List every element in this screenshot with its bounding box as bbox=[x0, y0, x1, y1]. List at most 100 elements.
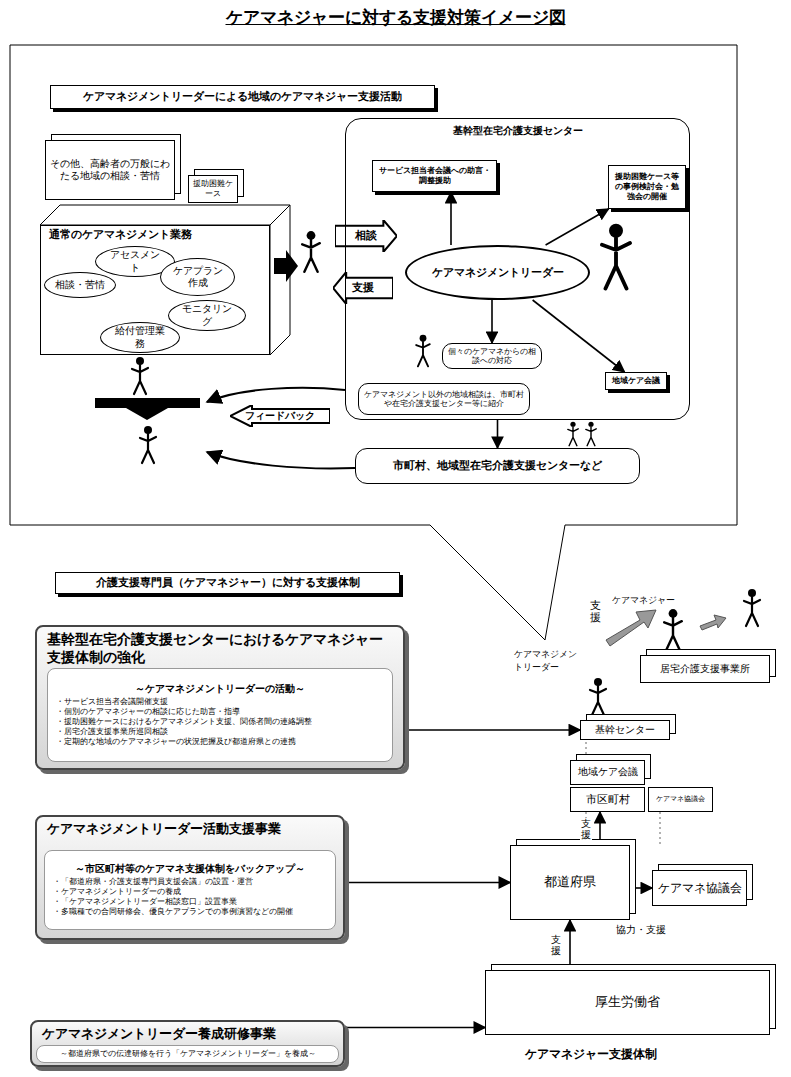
inner-box: ～市区町村等のケアマネ支援体制をバックアップ～・「都道府県・介護支援専門員支援会… bbox=[44, 850, 336, 930]
person-figure bbox=[132, 357, 148, 394]
node-text: 基幹型在宅介護支援センターにおけるケアマネジャー支援体制の強化 bbox=[47, 631, 393, 666]
arrow-shape: 支援 bbox=[333, 272, 393, 304]
block-box: 市区町村 bbox=[570, 787, 645, 812]
leader-figure bbox=[590, 678, 606, 715]
connector bbox=[630, 887, 652, 889]
program-box: ケアマネジメントリーダー養成研修事業 ～都道府県での伝達研修を行う「ケアマネジメン… bbox=[30, 1020, 345, 1067]
connector bbox=[405, 729, 580, 731]
node-text: 介護支援専門員（ケアマネジャー）に対する支援体制 bbox=[96, 576, 360, 590]
connector bbox=[345, 1027, 485, 1029]
node-text: 厚生労働省 bbox=[595, 994, 660, 1010]
node-text: ・個別のケアマネジャーの相談に応じた助言・指導 bbox=[56, 707, 384, 717]
arrow-outline bbox=[333, 272, 393, 304]
inner-box: ～ケアマネジメントリーダーの活動～・サービス担当者会議開催支援・個別のケアマネジ… bbox=[47, 668, 393, 762]
node-text: ・「ケアマネジメントリーダー相談窓口」設置事業 bbox=[53, 897, 327, 907]
block-box: ケアマネ協議会 bbox=[652, 870, 747, 906]
task-ellipse: 給付管理業務 bbox=[100, 322, 180, 353]
node-text: 市町村、地域型在宅介護支援センターなど bbox=[393, 459, 602, 473]
rounded-box: 市町村、地域型在宅介護支援センターなど bbox=[355, 448, 640, 484]
node-text: 地域ケア会議 bbox=[612, 376, 660, 385]
connector bbox=[533, 300, 625, 372]
black-arrow bbox=[274, 250, 298, 282]
support-arrow bbox=[606, 610, 656, 646]
node-text: ケアプラン作成 bbox=[171, 265, 224, 290]
node-text: ・多職種での合同研修会、優良ケアプランでの事例演習などの開催 bbox=[53, 907, 327, 917]
node-text: 都道府県 bbox=[544, 874, 596, 890]
program-box: ケアマネジメントリーダー活動支援事業～市区町村等のケアマネ支援体制をバックアップ… bbox=[35, 815, 345, 940]
edge-label: 協力・支援 bbox=[615, 923, 667, 937]
node-text: ケアマネジメント以外の地域相談は、市町村や在宅介護支援センター等に紹介 bbox=[363, 390, 525, 409]
connector bbox=[491, 300, 493, 343]
connector bbox=[450, 192, 452, 245]
node-text: モニタリング bbox=[179, 303, 235, 328]
person-figure bbox=[586, 422, 596, 446]
connector bbox=[599, 812, 601, 845]
node-text: 個々のケアマネからの相談への対応 bbox=[447, 347, 537, 366]
free-label: ケアマネジメントリーダー bbox=[514, 648, 582, 674]
panel-outline bbox=[10, 45, 737, 640]
center-box: 基幹型在宅介護支援センターサービス担当者会議への助言・調整援助 援助困難ケース等の… bbox=[345, 118, 690, 420]
slab-top bbox=[40, 205, 290, 225]
free-label: 支援 bbox=[590, 600, 601, 624]
leader-figure bbox=[602, 224, 630, 289]
edge-label: 支援 bbox=[580, 818, 592, 840]
diagram-title: ケアマネジャーに対する支援対策イメージ図 bbox=[0, 6, 791, 29]
node-text: ・援助困難ケースにおけるケアマネジメント支援、関係者間の連絡調整 bbox=[56, 717, 384, 727]
callout-box: ケアマネジメント以外の地域相談は、市町村や在宅介護支援センター等に紹介 bbox=[358, 383, 530, 415]
node-text: ・サービス担当者会議開催支援 bbox=[56, 697, 384, 707]
process-box: サービス担当者会議への助言・調整援助 bbox=[372, 160, 497, 192]
block-box: その他、高齢者の万般にわたる地域の相談・苦情 bbox=[45, 140, 175, 200]
person-figure bbox=[416, 335, 430, 366]
node-text: ケアマネジメントリーダー養成研修事業 bbox=[42, 1026, 276, 1042]
block-box: 援助困難ケース bbox=[188, 175, 238, 203]
block-box: 基幹センター bbox=[580, 720, 670, 740]
arrow-shape: フィードバック bbox=[230, 405, 330, 427]
block-box: ケアマネ協議会 bbox=[648, 787, 713, 812]
node-text: サービス担当者会議への助言・調整援助 bbox=[377, 166, 492, 186]
node-text: フィードバック bbox=[245, 410, 315, 423]
node-text: 援助困難ケース等の事例検討会・勉強会の開催 bbox=[613, 172, 681, 202]
node-text: ケアマネ協議会 bbox=[656, 795, 705, 804]
node-text: 市区町村 bbox=[586, 793, 630, 807]
node-text: 地域ケア会議 bbox=[578, 766, 638, 779]
node-text: 給付管理業務 bbox=[111, 325, 169, 350]
process-box: 援助困難ケース等の事例検討会・勉強会の開催 bbox=[608, 165, 686, 209]
node-text: 援助困難ケース bbox=[193, 179, 233, 199]
node-text: 支援 bbox=[352, 281, 374, 295]
node-text: ・居宅介護支援事業所巡回相談 bbox=[56, 727, 384, 737]
curved-arrow bbox=[207, 452, 355, 468]
task-ellipse: ケアプラン作成 bbox=[160, 258, 235, 296]
connector bbox=[497, 420, 499, 448]
person-figure bbox=[140, 426, 156, 463]
block-box: 地域ケア会議 bbox=[570, 760, 645, 785]
block-box: 都道府県 bbox=[510, 845, 630, 920]
inner-box: ～都道府県での伝達研修を行う「ケアマネジメントリーダー」を養成～ bbox=[36, 1045, 339, 1063]
node-text: ～市区町村等のケアマネ支援体制をバックアップ～ bbox=[53, 863, 327, 876]
block-box: 厚生労働省 bbox=[485, 970, 770, 1035]
edge-label: 支援 bbox=[550, 934, 562, 956]
person-figure bbox=[664, 609, 682, 650]
node-text: ケアマネ協議会 bbox=[658, 881, 742, 896]
node-text: ケアマネジメントリーダー bbox=[432, 266, 564, 280]
node-text: 基幹型在宅介護支援センター bbox=[453, 125, 583, 138]
curved-arrow bbox=[207, 388, 345, 402]
process-box: 地域ケア会議 bbox=[605, 372, 667, 390]
node-text: 相談・苦情 bbox=[55, 279, 105, 292]
program-box: 基幹型在宅介護支援センターにおけるケアマネジャー支援体制の強化～ケアマネジメント… bbox=[35, 625, 405, 770]
block-box: 居宅介護支援事業所 bbox=[640, 655, 770, 683]
node-text: その他、高齢者の万般にわたる地域の相談・苦情 bbox=[50, 158, 170, 183]
node-text: ケアマネジメントリーダーによる地域のケアマネジャー支援活動 bbox=[83, 90, 402, 104]
node-text: 居宅介護支援事業所 bbox=[660, 663, 750, 676]
node-text: ・ケアマネジメントリーダーの養成 bbox=[53, 887, 327, 897]
connector bbox=[569, 920, 571, 970]
diagram-caption: ケアマネジャー支援体制 bbox=[525, 1046, 657, 1063]
task-ellipse: モニタリング bbox=[168, 300, 246, 331]
black-down-arrow bbox=[95, 398, 200, 420]
node-text: ～ケアマネジメントリーダーの活動～ bbox=[56, 683, 384, 696]
node-text: ～都道府県での伝達研修を行う「ケアマネジメントリーダー」を養成～ bbox=[45, 1049, 330, 1059]
arrow-outline bbox=[230, 405, 330, 427]
small-arrow bbox=[700, 615, 726, 630]
header-box: 介護支援専門員（ケアマネジャー）に対する支援体制 bbox=[55, 572, 400, 594]
connector bbox=[345, 882, 510, 884]
